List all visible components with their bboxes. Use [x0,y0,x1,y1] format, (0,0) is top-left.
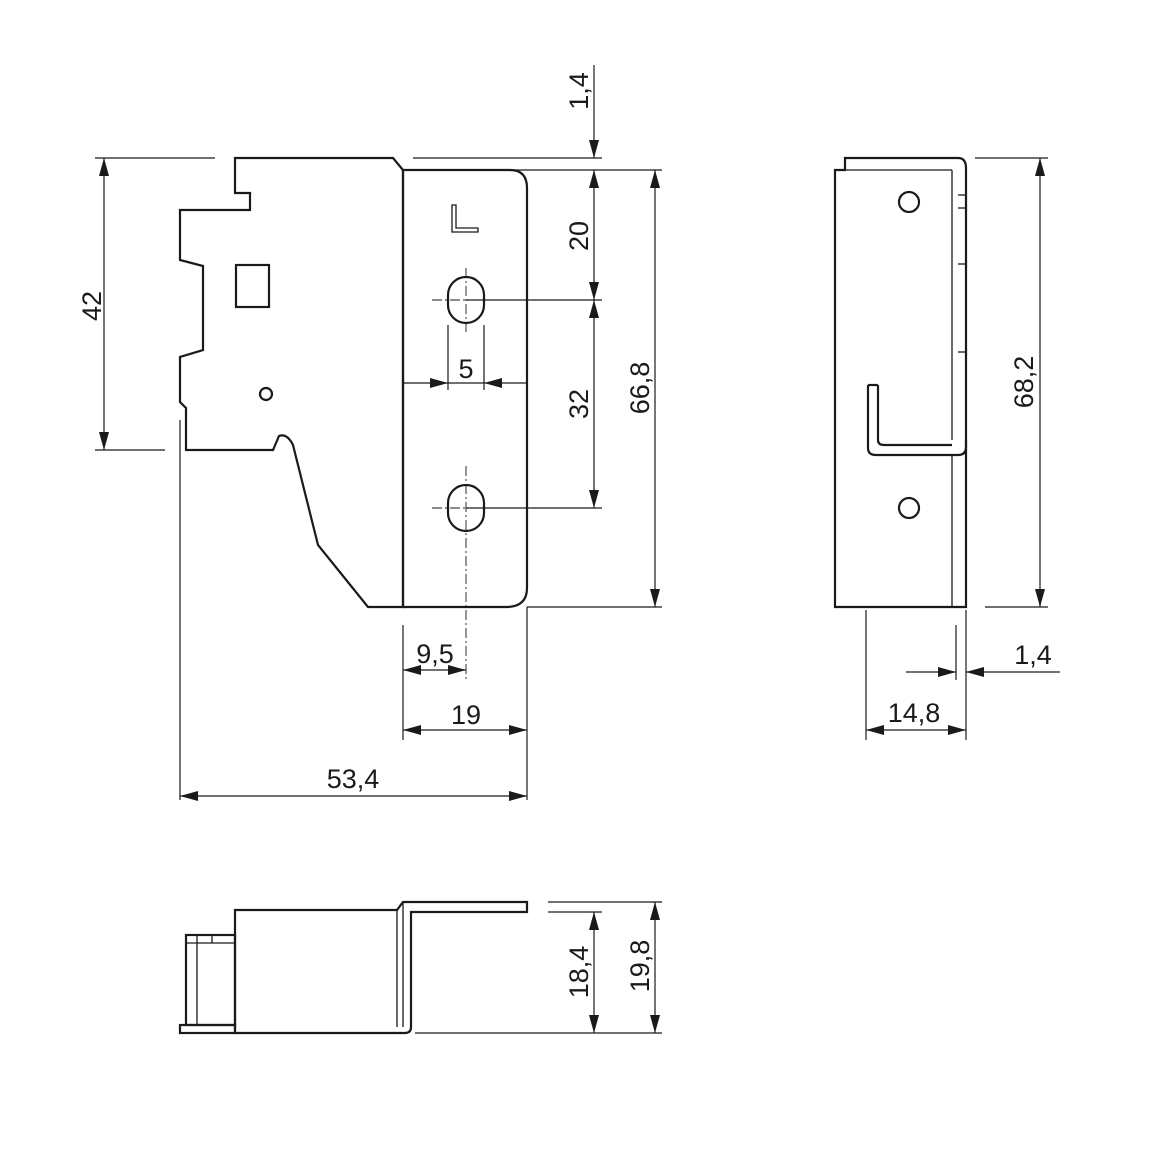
dim-label-18-4: 18,4 [564,946,594,999]
side-hole-upper [897,190,921,214]
arrowhead [509,725,527,735]
arrowhead [589,282,599,300]
side-hook [866,385,968,457]
dim-label-19-8: 19,8 [625,940,655,993]
bottom-view: 18,4 19,8 [178,900,662,1035]
arrowhead [966,667,984,677]
dim-label-53-4: 53,4 [327,764,380,794]
dim-label-19: 19 [451,700,481,730]
arrowhead [589,140,599,158]
dim-label-42: 42 [77,291,107,321]
dim-label-9-5: 9,5 [416,639,454,669]
dim-label-5: 5 [458,354,473,384]
bottom-tab [184,933,237,1027]
small-hole [258,386,274,402]
arrowhead [589,490,599,508]
dim-label-32: 32 [564,389,594,419]
arrowhead [589,1015,599,1033]
arrowhead [448,665,466,675]
arrowhead [430,378,448,388]
side-view: 68,2 1,4 14,8 [833,156,1060,740]
arrowhead [484,378,502,388]
arrowhead [866,725,884,735]
bracket-outline [178,156,405,609]
arrowhead [650,170,660,188]
arrowhead [1035,158,1045,176]
dim-label-1-4-top: 1,4 [564,72,594,110]
arrowhead [650,902,660,920]
dim-label-20: 20 [564,221,594,251]
l-marking-glyph [451,204,479,233]
arrowhead [650,1015,660,1033]
arrowhead [1035,589,1045,607]
arrowhead [403,725,421,735]
arrowhead [99,432,109,450]
arrowhead [948,725,966,735]
arrowhead [650,589,660,607]
front-view: L [77,65,662,801]
mounting-plate [401,168,529,609]
dim-label-68-2: 68,2 [1009,356,1039,409]
arrowhead [403,665,421,675]
rect-window [234,263,271,309]
arrowhead [589,912,599,930]
dim-label-66-8: 66,8 [625,362,655,415]
arrowhead [938,667,956,677]
arrowhead [99,158,109,176]
arrowhead [180,791,198,801]
arrowhead [509,791,527,801]
arrowhead [589,170,599,188]
arrowhead [589,300,599,318]
dim-label-1-4-side: 1,4 [1014,640,1052,670]
dim-label-14-8: 14,8 [888,698,941,728]
side-hole-lower [897,496,921,520]
side-body [833,156,968,609]
bottom-lip [178,1023,237,1035]
bottom-body [233,900,529,1035]
